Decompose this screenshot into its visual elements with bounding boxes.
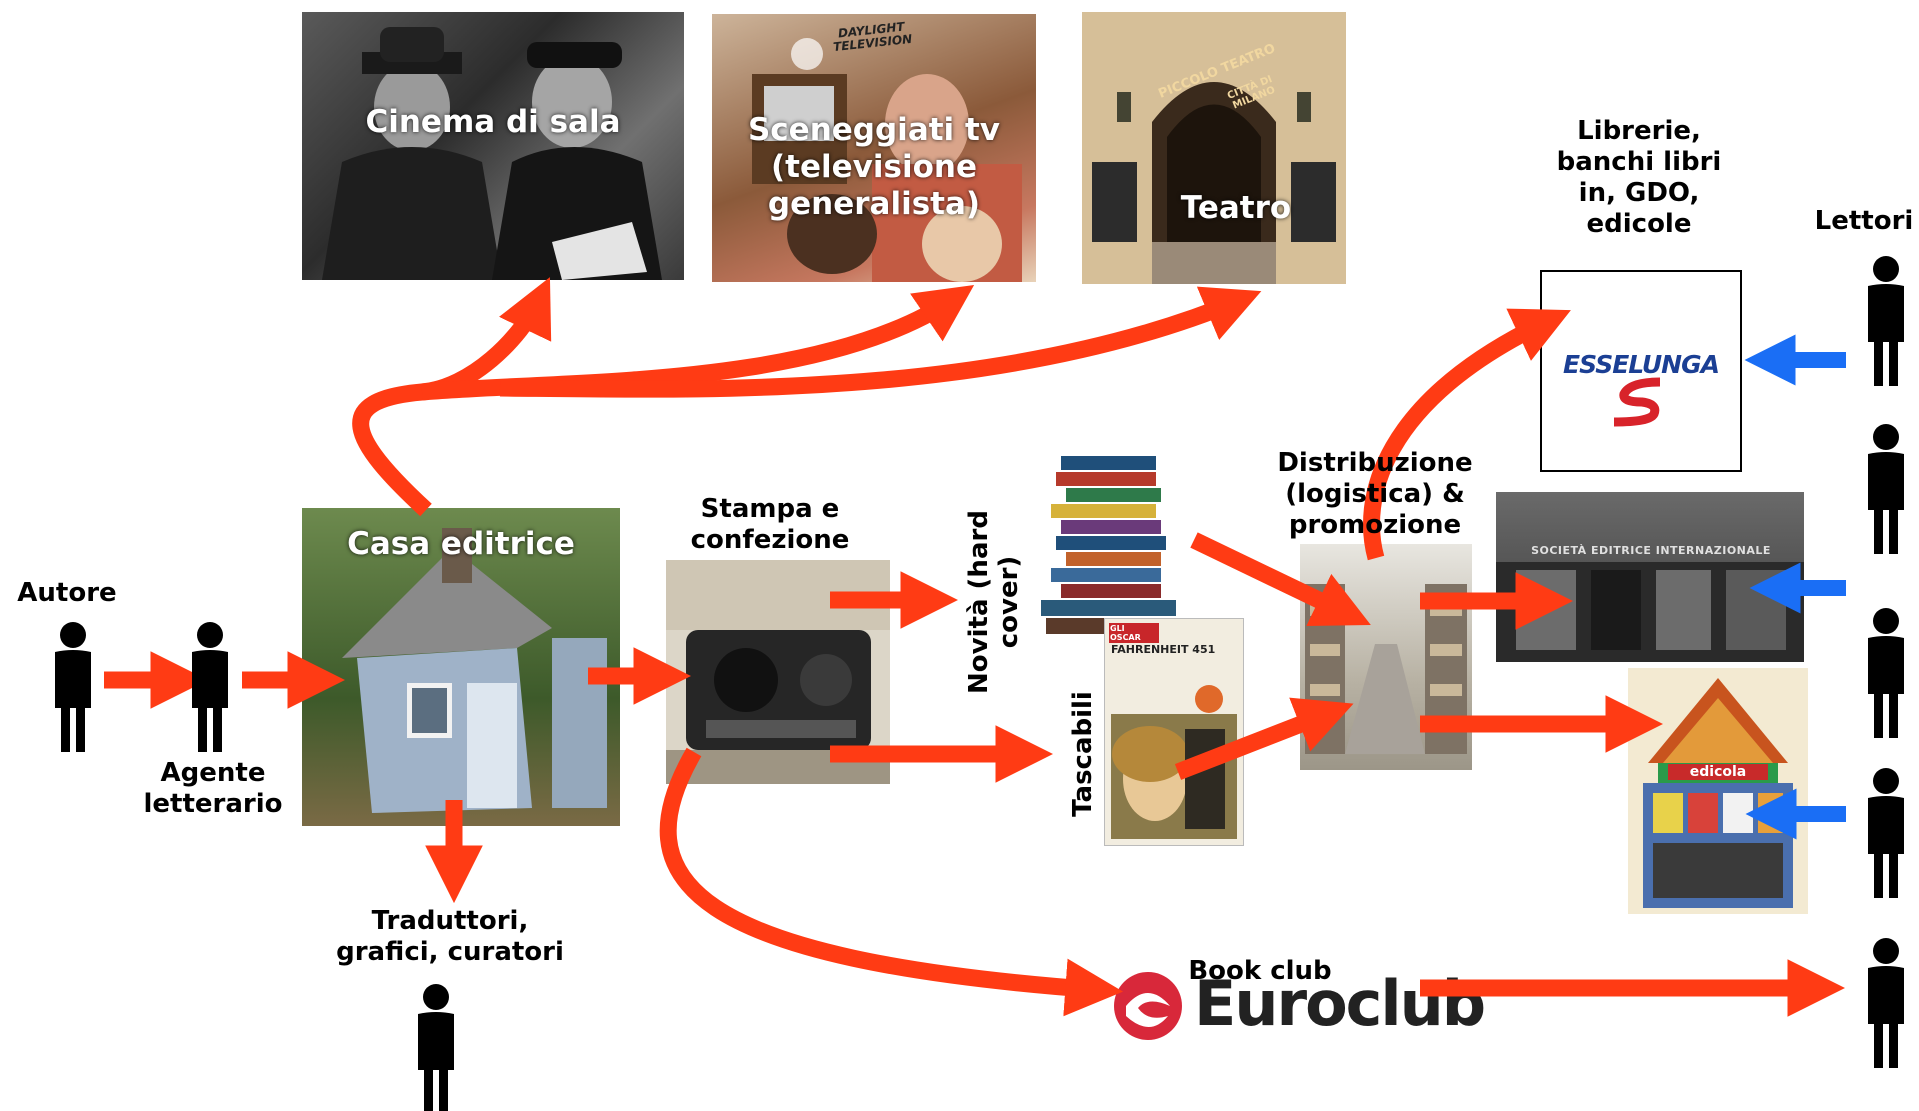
arrow-tascabili-distribuzione (1174, 697, 1354, 780)
distribuzione-label: Distribuzione (logistica) & promozione (1277, 448, 1473, 540)
cinema-label: Cinema di sala (365, 104, 621, 140)
edicola-sign: edicola (1668, 764, 1768, 780)
lettore-person-icon (1868, 938, 1904, 1068)
societa-editrice-sign: SOCIETÀ EDITRICE INTERNAZIONALE (1531, 544, 1771, 557)
bookclub-label: Book club (1188, 956, 1332, 986)
arrow-distribuzione-esselunga (1363, 308, 1571, 561)
crooked-house-icon (342, 528, 607, 813)
tascabili-photo: GLI OSCAR FAHRENHEIT 451 (1104, 618, 1244, 846)
euroclub-swirl-icon (1114, 972, 1182, 1040)
fahrenheit-title: FAHRENHEIT 451 (1111, 643, 1216, 656)
esselunga-s-icon (1613, 377, 1661, 427)
lettore-person-icon (1868, 608, 1904, 738)
arrow-to-teatro (499, 286, 1262, 398)
lettori-label: Lettori (1814, 206, 1914, 236)
cinema-photo: Cinema di sala (302, 12, 684, 280)
agente-label: Agente letterario (143, 758, 283, 819)
agente-person-icon (192, 622, 228, 752)
lettore-person-icon (1868, 256, 1904, 386)
printing-press-icon (666, 560, 890, 784)
librerie-label: Librerie, banchi libri in, GDO, edicole (1556, 116, 1722, 239)
esselunga-logo-box: ESSELUNGA (1540, 270, 1742, 472)
lettore-person-icon (1868, 424, 1904, 554)
casa-editrice-label: Casa editrice (347, 526, 575, 562)
tascabili-label: Tascabili (1068, 691, 1098, 817)
teatro-label: Teatro (1180, 190, 1292, 226)
arrow-stampa-bookclub (659, 747, 1124, 1017)
autore-label: Autore (17, 578, 117, 608)
teatro-photo: PICCOLO TEATRO CITTÀ DI MILANO Teatro (1082, 12, 1346, 284)
tv-photo: DAYLIGHT TELEVISION Sceneggiati tv (tele… (712, 14, 1036, 282)
novita-label: Novità (hard cover) (964, 510, 1024, 694)
casa-editrice-photo: Casa editrice (302, 508, 620, 826)
autore-person-icon (55, 622, 91, 752)
arrow-casa-cinema (352, 277, 552, 517)
cinema-scene-icon (322, 27, 662, 280)
esselunga-logo: ESSELUNGA (1563, 350, 1720, 379)
sceneggiati-label: Sceneggiati tv (televisione generalista) (747, 112, 1000, 222)
traduttori-person-icon (418, 984, 454, 1111)
arrow-to-tv (421, 284, 975, 401)
lettore-person-icon (1868, 768, 1904, 898)
oscar-label: GLI OSCAR (1109, 623, 1159, 643)
stampa-label: Stampa e confezione (690, 494, 850, 555)
traduttori-label: Traduttori, grafici, curatori (336, 906, 564, 967)
arrow-novita-distribuzione (1190, 532, 1371, 627)
